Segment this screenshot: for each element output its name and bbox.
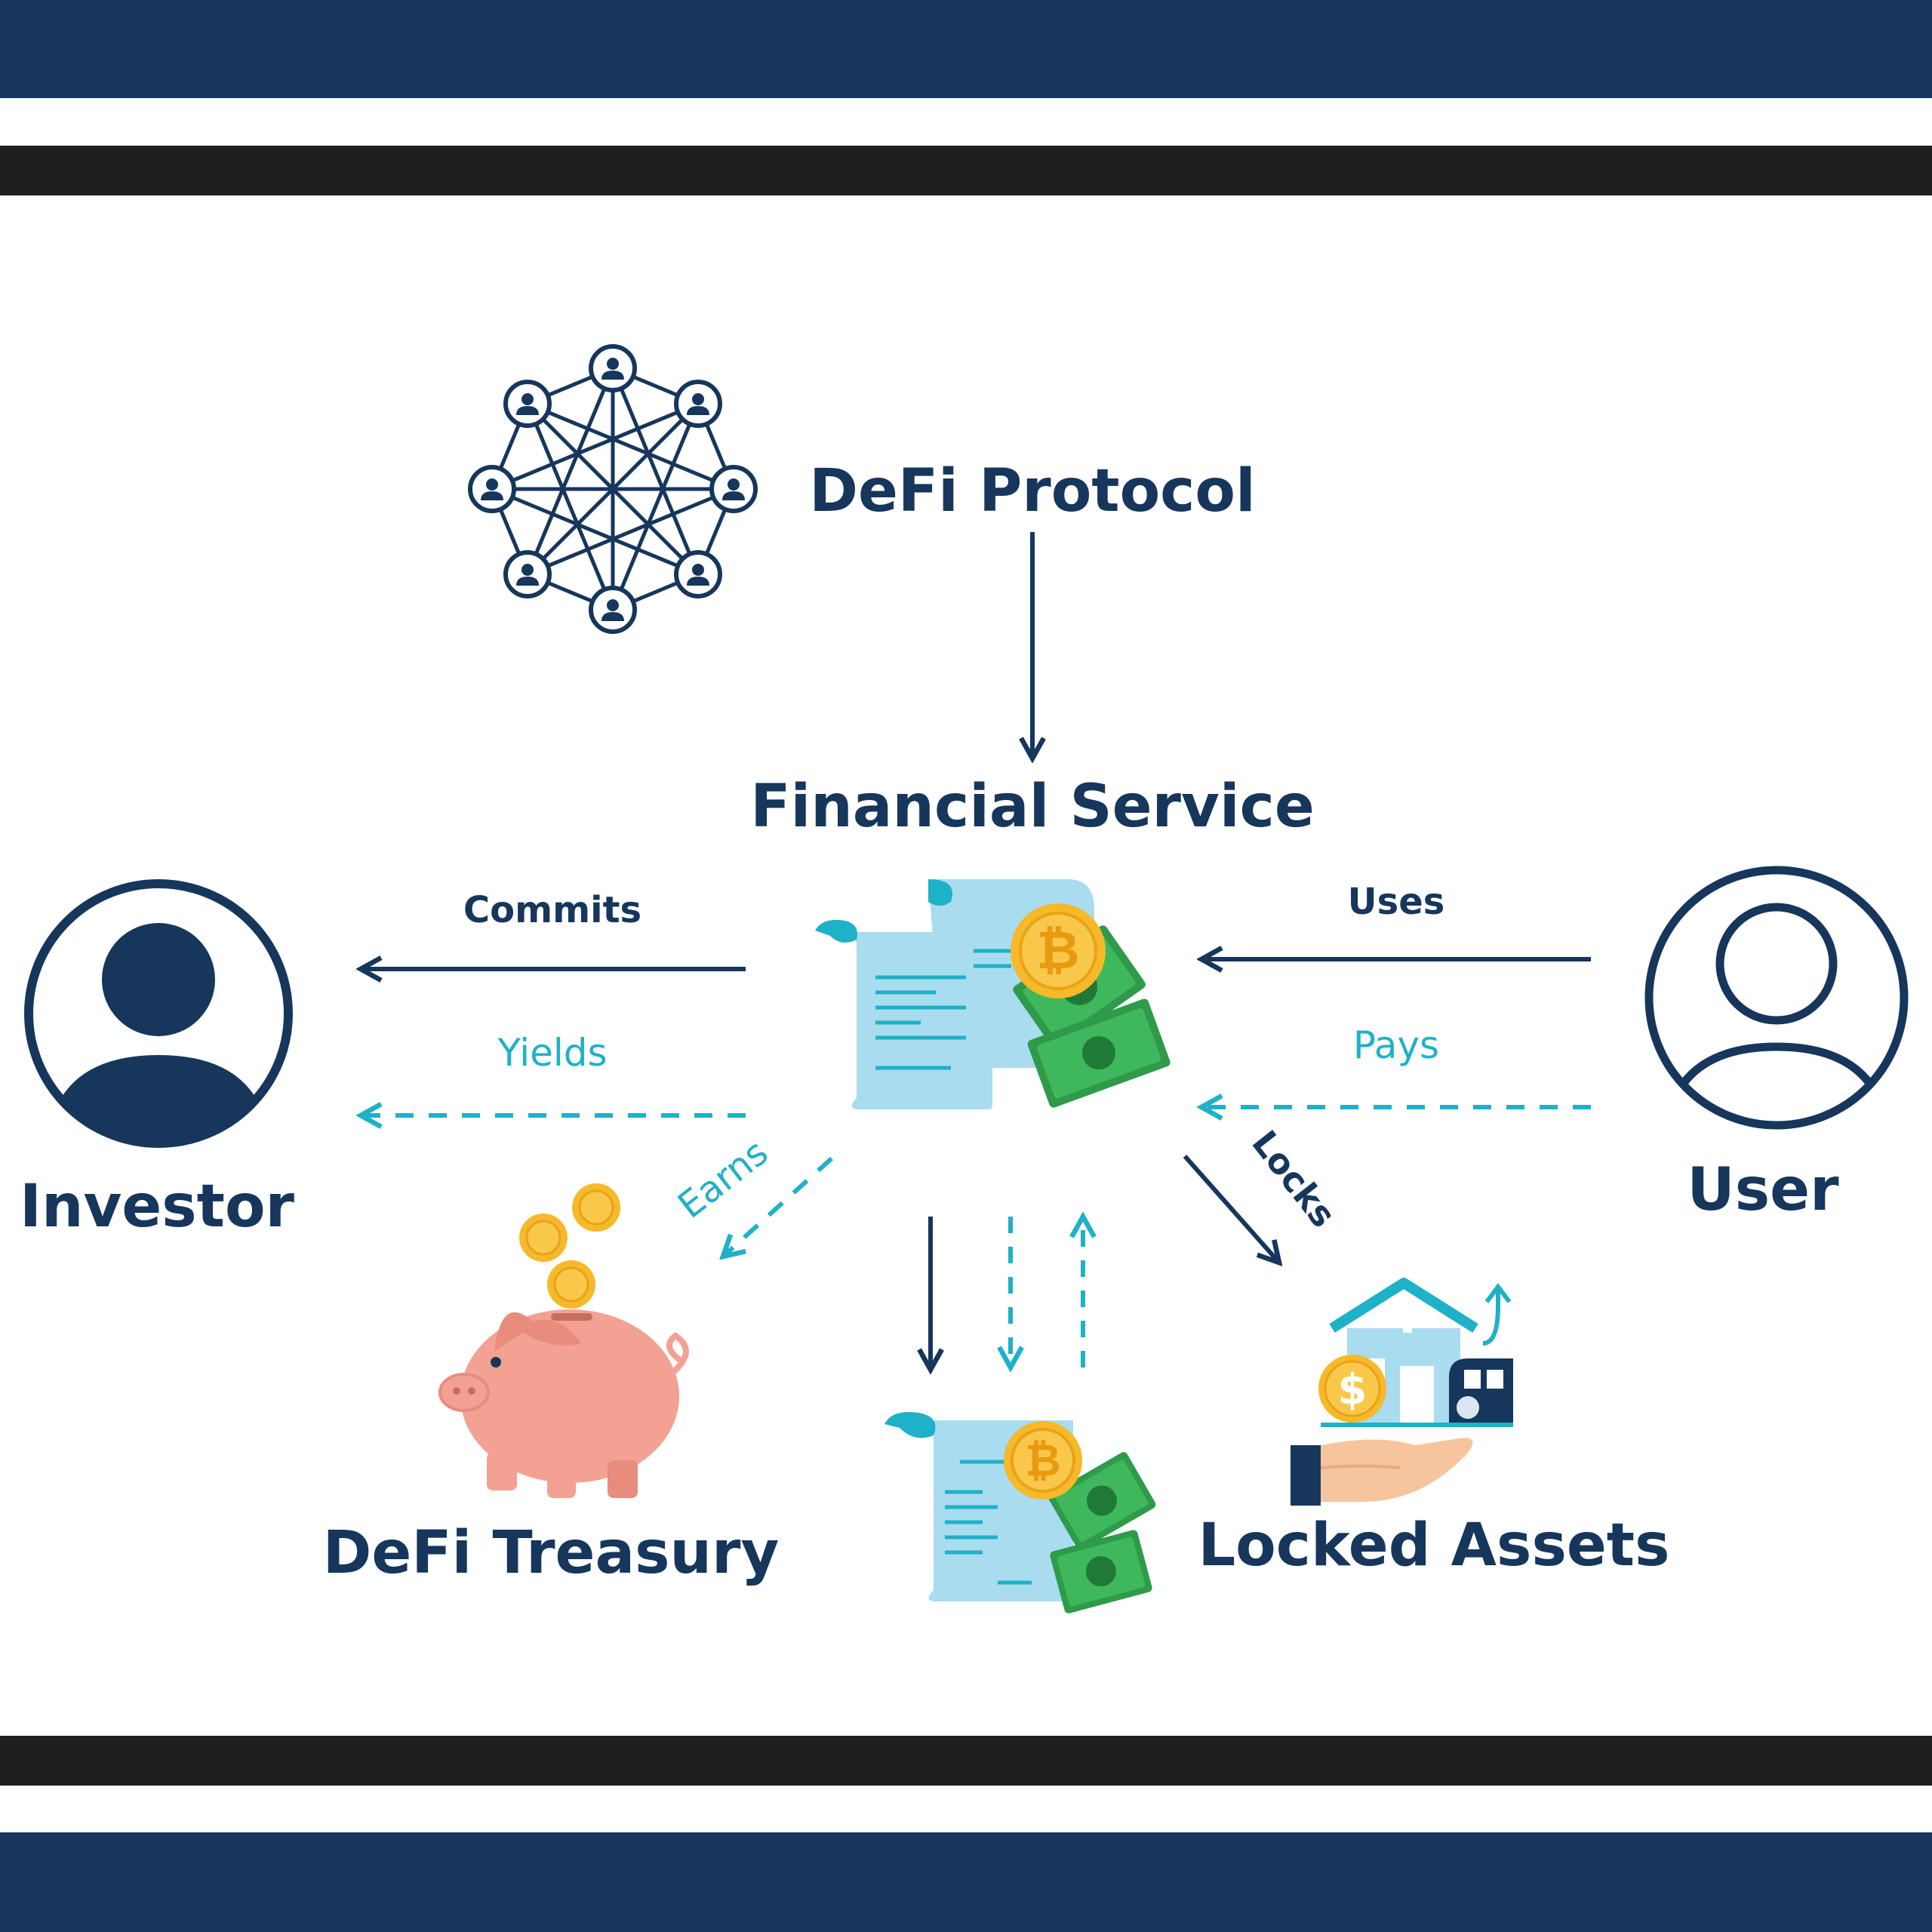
node-defi-protocol: DeFi Protocol xyxy=(809,457,1255,525)
node-investor: Investor xyxy=(20,1173,295,1241)
network-people-icon xyxy=(470,346,755,632)
node-defi-treasury: DeFi Treasury xyxy=(323,1519,780,1587)
bottom-navy-band xyxy=(0,1832,1932,1932)
piggy-bank-icon xyxy=(438,1183,689,1498)
person-filled-icon xyxy=(24,879,293,1148)
edge-service-to-treasury-earns xyxy=(723,1156,834,1257)
edge-label-uses: Uses xyxy=(1348,881,1445,923)
node-user: User xyxy=(1687,1156,1839,1224)
receipt-bitcoin-money-icon: ₿ xyxy=(884,1412,1156,1614)
edge-label-yields: Yields xyxy=(497,1031,607,1075)
svg-text:₿: ₿ xyxy=(1036,919,1079,981)
node-financial-service: Financial Service xyxy=(750,773,1314,841)
edge-user-to-locked-assets-locks xyxy=(1183,1155,1279,1263)
node-locked-assets: Locked Assets xyxy=(1198,1512,1669,1580)
edge-label-locks: Locks xyxy=(1244,1123,1344,1235)
person-outline-icon xyxy=(1644,866,1909,1130)
receipt-bitcoin-money-icon: ₿ xyxy=(815,879,1171,1109)
top-black-band xyxy=(0,146,1932,195)
edge-label-pays: Pays xyxy=(1353,1023,1439,1067)
top-navy-band xyxy=(0,0,1932,98)
hand-assets-icon: $ xyxy=(1291,1278,1513,1506)
edge-label-earns: Earns xyxy=(670,1131,776,1227)
edge-label-commits: Commits xyxy=(463,889,641,931)
bottom-black-band xyxy=(0,1736,1932,1786)
svg-text:$: $ xyxy=(1338,1365,1367,1414)
svg-text:₿: ₿ xyxy=(1025,1435,1060,1486)
